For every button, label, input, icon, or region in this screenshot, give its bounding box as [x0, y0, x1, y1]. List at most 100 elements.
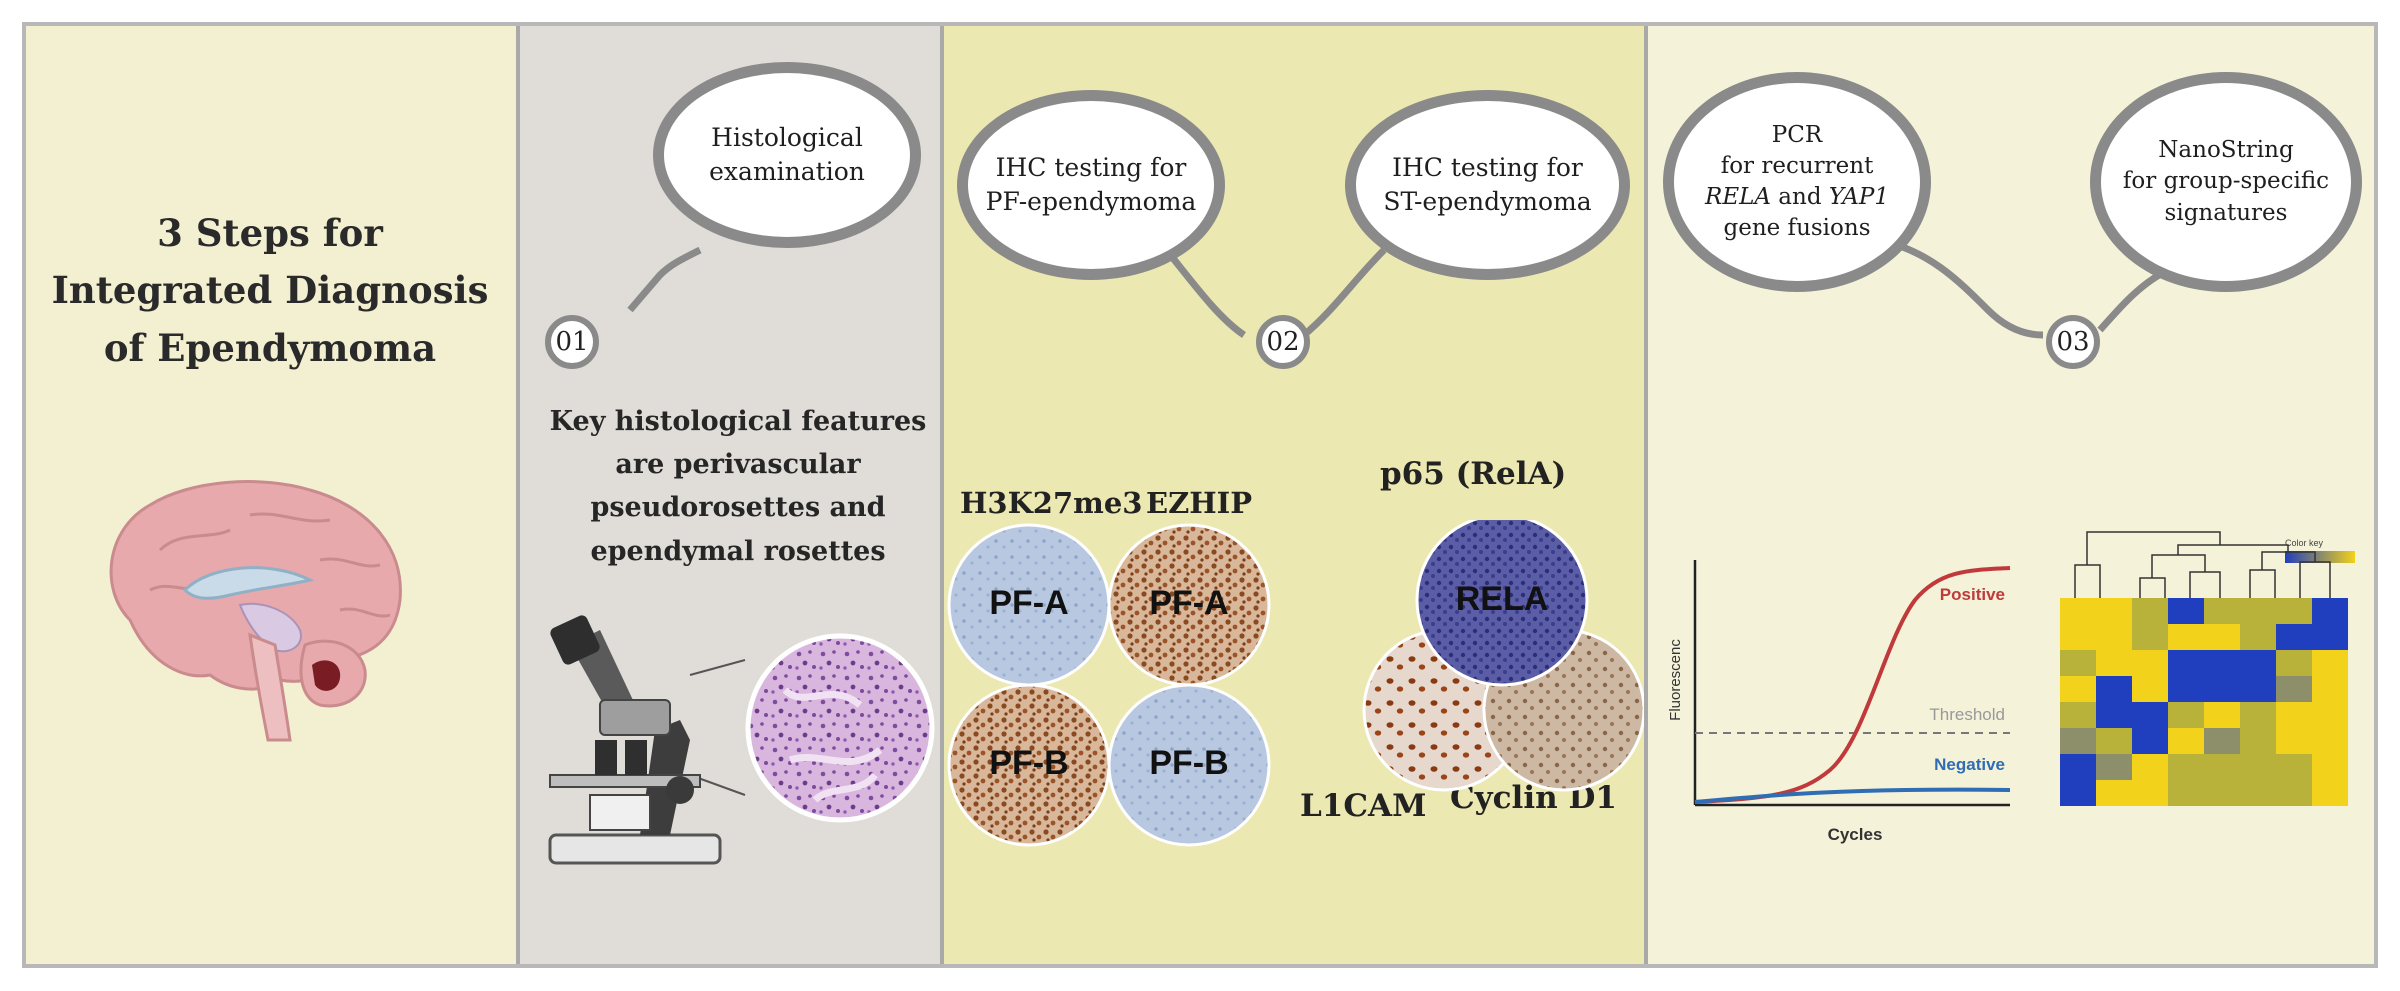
panel-divider [940, 26, 944, 964]
histology-features-text: Key histological features are perivascul… [549, 406, 927, 567]
heatmap-color-key [2285, 551, 2355, 563]
heatmap-dendrogram [2074, 531, 2331, 598]
heatmap-cell [2240, 702, 2276, 728]
heatmap-cell [2096, 780, 2132, 806]
step-number-01: 01 [545, 315, 599, 369]
outer-frame [22, 22, 2378, 968]
heatmap-cell [2096, 754, 2132, 780]
heatmap-cell [2312, 780, 2348, 806]
heatmap-color-key-label: Color key [2285, 538, 2324, 548]
step-number-02: 02 [1256, 315, 1310, 369]
microscope-illustration [548, 615, 935, 865]
heatmap-cell [2168, 780, 2204, 806]
heatmap-cells [2060, 598, 2348, 806]
step1-connector [627, 246, 702, 313]
circle-label-pfb-2: PF-B [1149, 744, 1229, 782]
panel-divider [1644, 26, 1648, 964]
heatmap-cell [2276, 624, 2312, 650]
heatmap-cell [2276, 650, 2312, 676]
heatmap-cell [2276, 676, 2312, 702]
heatmap-cell [2132, 702, 2168, 728]
heatmap-cell [2276, 780, 2312, 806]
heatmap-cell [2276, 702, 2312, 728]
heatmap-cell [2096, 676, 2132, 702]
circle-label-rela: RELA [1455, 580, 1549, 618]
heatmap-cell [2096, 728, 2132, 754]
heatmap-cell [2276, 728, 2312, 754]
heatmap-cell [2204, 676, 2240, 702]
main-title: 3 Steps for Integrated Diagnosis of Epen… [51, 211, 489, 370]
heatmap-cell [2060, 754, 2096, 780]
heatmap-cell [2132, 728, 2168, 754]
heatmap-cell [2168, 624, 2204, 650]
heatmap-cell [2204, 728, 2240, 754]
label-p65: p65 (RelA) [1380, 456, 1567, 492]
heatmap-cell [2168, 598, 2204, 624]
heatmap-cell [2240, 754, 2276, 780]
heatmap-cell [2096, 624, 2132, 650]
heatmap-cell [2060, 598, 2096, 624]
heatmap-cell [2312, 702, 2348, 728]
circle-label-pfa-1: PF-A [989, 584, 1069, 622]
heatmap-cell [2168, 702, 2204, 728]
ihc-circles [947, 520, 1644, 847]
pcr-bubble: PCR for recurrent RELA and YAP1 gene fus… [1663, 72, 1931, 292]
heatmap-cell [2240, 624, 2276, 650]
pcr-positive-label: Positive [1940, 585, 2005, 604]
heatmap-cell [2168, 650, 2204, 676]
heatmap-cell [2132, 650, 2168, 676]
pcr-threshold-label: Threshold [1929, 705, 2005, 724]
heatmap-cell [2204, 702, 2240, 728]
brain-illustration [109, 480, 402, 742]
heatmap-cell [2132, 780, 2168, 806]
heatmap-cell [2060, 728, 2096, 754]
heatmap-cell [2204, 754, 2240, 780]
pcr-x-label: Cycles [1828, 825, 1883, 844]
heatmap-cell [2276, 598, 2312, 624]
circle-label-pfa-2: PF-A [1149, 584, 1229, 622]
heatmap-cell [2312, 598, 2348, 624]
heatmap-cell [2168, 728, 2204, 754]
heatmap-cell [2168, 676, 2204, 702]
circle-label-pfb-1: PF-B [989, 744, 1069, 782]
heatmap-cell [2132, 598, 2168, 624]
heatmap-cell [2312, 754, 2348, 780]
heatmap-cell [2276, 754, 2312, 780]
panel-divider [516, 26, 520, 964]
heatmap-cell [2132, 754, 2168, 780]
nanostring-heatmap: Color key [2060, 531, 2355, 806]
heatmap-cell [2060, 676, 2096, 702]
label-h3k27me3: H3K27me3 [960, 486, 1143, 520]
heatmap-cell [2240, 650, 2276, 676]
nanostring-bubble: NanoString for group-specific signatures [2090, 72, 2362, 292]
heatmap-cell [2204, 598, 2240, 624]
heatmap-cell [2060, 650, 2096, 676]
label-l1cam: L1CAM [1300, 788, 1427, 824]
heatmap-cell [2312, 624, 2348, 650]
heatmap-cell [2168, 754, 2204, 780]
heatmap-cell [2096, 702, 2132, 728]
heatmap-cell [2096, 650, 2132, 676]
heatmap-cell [2060, 780, 2096, 806]
heatmap-cell [2312, 650, 2348, 676]
heatmap-cell [2312, 728, 2348, 754]
heatmap-cell [2312, 676, 2348, 702]
heatmap-cell [2240, 780, 2276, 806]
step-number-03: 03 [2046, 315, 2100, 369]
heatmap-cell [2132, 624, 2168, 650]
heatmap-cell [2060, 702, 2096, 728]
heatmap-cell [2096, 598, 2132, 624]
heatmap-cell [2204, 650, 2240, 676]
heatmap-cell [2240, 598, 2276, 624]
pcr-y-label: Fluorescenc [1667, 639, 1684, 721]
pcr-amplification-plot: Positive Threshold Negative Fluorescenc … [1667, 560, 2011, 844]
heatmap-cell [2132, 676, 2168, 702]
pcr-negative-label: Negative [1934, 755, 2005, 774]
heatmap-cell [2060, 624, 2096, 650]
label-ezhip: EZHIP [1146, 486, 1253, 520]
heatmap-cell [2204, 780, 2240, 806]
heatmap-cell [2204, 624, 2240, 650]
